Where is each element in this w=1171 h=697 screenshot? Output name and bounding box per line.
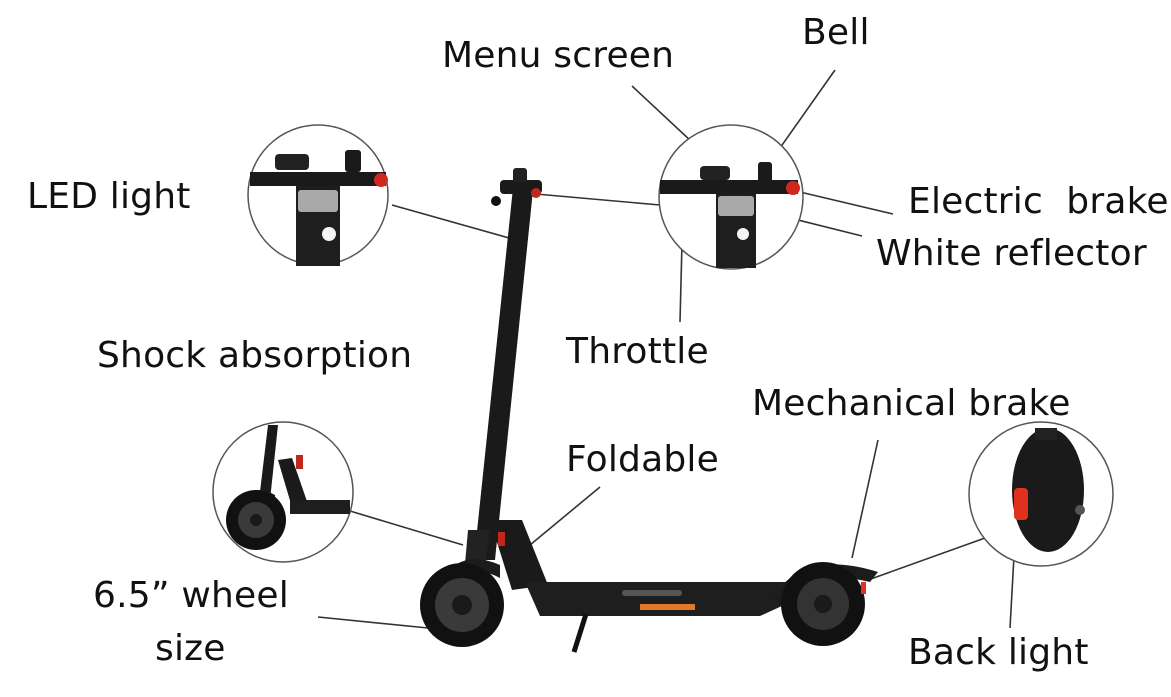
label-led-light: LED light	[27, 176, 191, 217]
rear-wheel	[781, 562, 865, 646]
kickstand	[571, 613, 589, 653]
callout-line-wheel	[317, 616, 429, 629]
label-menu-screen: Menu screen	[442, 35, 675, 76]
inset-led-light	[247, 124, 389, 266]
label-wheel-size-line2: size	[155, 628, 226, 669]
scooter-fold-joint	[490, 520, 548, 590]
scooter-stem	[474, 188, 533, 560]
inset-handlebar	[658, 124, 804, 270]
callout-line-handlebar	[535, 193, 661, 206]
label-wheel-size-line1: 6.5” wheel	[93, 575, 289, 616]
inset-back-light	[968, 421, 1114, 567]
callout-line-back-light-inset	[867, 537, 986, 581]
label-shock-absorption: Shock absorption	[97, 335, 413, 376]
label-white-reflector: White reflector	[876, 233, 1147, 274]
inset-shock-absorption	[212, 421, 354, 563]
callout-line-led-light	[391, 204, 510, 239]
scooter-deck	[525, 582, 795, 616]
deck-orange-reflector	[640, 604, 695, 610]
scooter-handlebar	[500, 180, 542, 194]
label-foldable: Foldable	[566, 439, 719, 480]
callout-line-foldable	[529, 486, 601, 546]
label-bell: Bell	[802, 12, 870, 53]
label-mechanical-brake: Mechanical brake	[752, 383, 1071, 424]
front-wheel	[420, 563, 504, 647]
deck-logo	[622, 590, 682, 596]
scooter	[420, 168, 878, 653]
callout-line-shock	[349, 510, 464, 546]
callout-line-electric-brake	[799, 191, 894, 215]
label-electric-brake: Electric brake	[908, 181, 1169, 222]
label-back-light: Back light	[908, 632, 1089, 673]
label-throttle: Throttle	[566, 331, 709, 372]
callout-line-mechanical-brake	[851, 439, 879, 559]
